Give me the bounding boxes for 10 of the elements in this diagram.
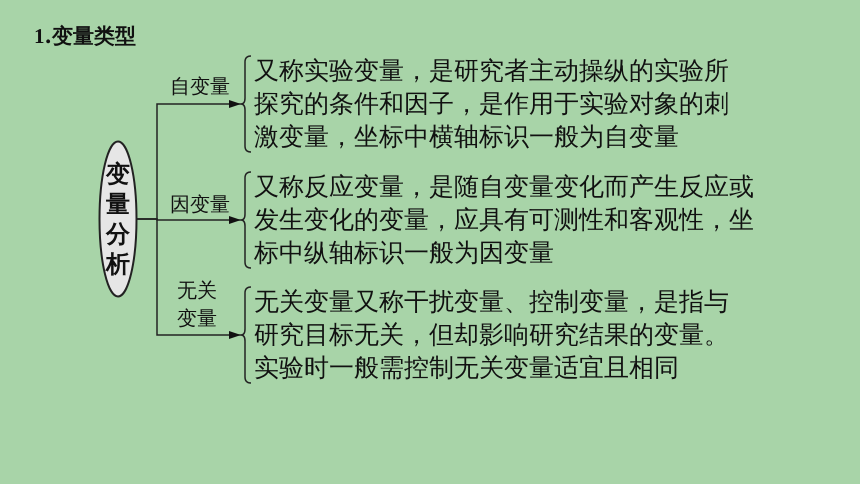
topic-ellipse [98, 140, 138, 298]
edge-label: 自变量 [169, 73, 231, 100]
description-text: 又称实验变量，是研究者主动操纵的实验所探究的条件和因子，是作用于实验对象的刺激变量，坐标中横轴标识一般为自变量 [254, 55, 730, 153]
heading: 1.变量类型 [34, 22, 136, 50]
description-text: 无关变量又称干扰变量、控制变量，是指与研究目标无关，但却影响研究结果的变量。实验时一般需控制无关变量适宜且相同 [254, 286, 730, 384]
edge-label: 因变量 [169, 191, 231, 218]
description-text: 又称反应变量，是随自变量变化而产生反应或发生变化的变量，应具有可测性和客观性，坐标中纵轴标识一般为因变量 [254, 171, 755, 269]
topic-text: 变量分析 [106, 159, 130, 279]
edge-label: 无关变量 [176, 277, 218, 332]
arrow [137, 218, 241, 339]
